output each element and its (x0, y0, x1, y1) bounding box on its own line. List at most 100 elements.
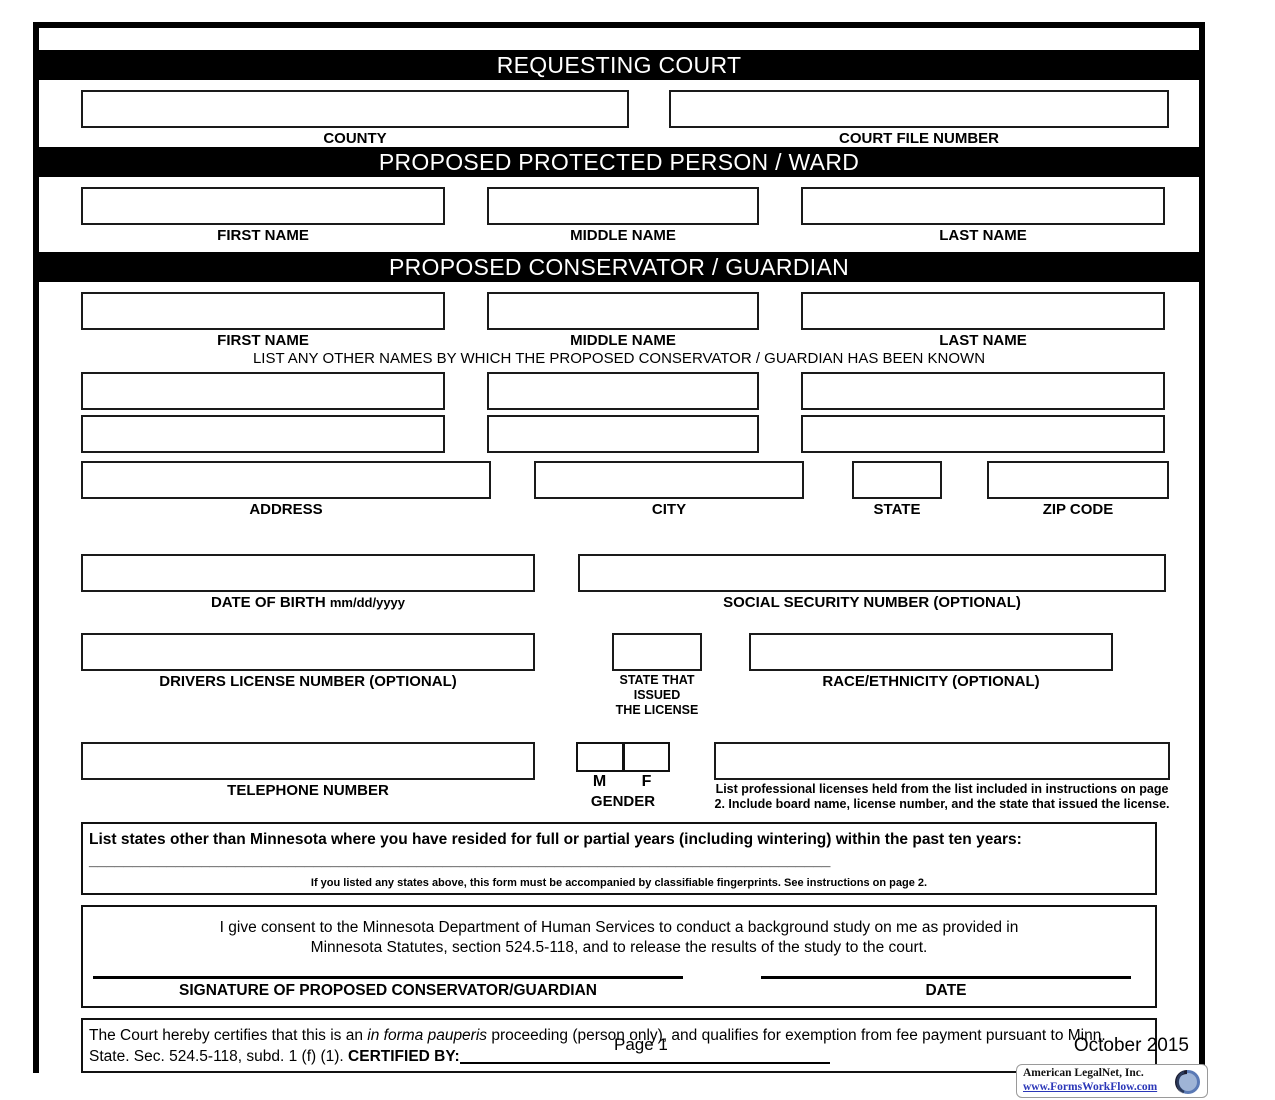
dob-format-hint: mm/dd/yyyy (329, 595, 406, 610)
section-header-conservator: PROPOSED CONSERVATOR / GUARDIAN (39, 252, 1199, 282)
residency-statement-blank[interactable]: ________________________________________… (89, 852, 831, 869)
legalnet-company-name: American LegalNet, Inc. (1023, 1067, 1144, 1079)
zip-label: ZIP CODE (1042, 501, 1114, 518)
ssn-label: SOCIAL SECURITY NUMBER (OPTIONAL) (723, 594, 1021, 611)
ward-last-name-group: LAST NAME (801, 187, 1165, 244)
conservator-last-name-group: LAST NAME (801, 292, 1165, 349)
address-label: ADDRESS (249, 501, 323, 518)
professional-licenses-note: List professional licenses held from the… (714, 782, 1170, 811)
residency-statement-text: List states other than Minnesota where y… (89, 831, 1022, 848)
ward-middle-name-input[interactable] (487, 187, 759, 225)
ward-first-name-input[interactable] (81, 187, 445, 225)
certified-by-label: CERTIFIED BY: (348, 1048, 460, 1065)
gender-female-label: F (641, 773, 652, 790)
conservator-first-name-input[interactable] (81, 292, 445, 330)
page-footer: Page 1 October 2015 (39, 1035, 1199, 1061)
dob-label: DATE OF BIRTH mm/dd/yyyy (81, 594, 535, 611)
legalnet-website-link[interactable]: www.FormsWorkFlow.com (1023, 1081, 1158, 1093)
professional-licenses-input[interactable] (714, 742, 1170, 780)
race-ethnicity-label: RACE/ETHNICITY (OPTIONAL) (822, 673, 1040, 690)
section-requesting-court: COUNTY COURT FILE NUMBER (39, 80, 1199, 147)
gender-checkbox-female[interactable] (623, 742, 670, 772)
county-input[interactable] (81, 90, 629, 128)
ward-first-name-group: FIRST NAME (81, 187, 445, 244)
gender-field-group: M F GENDER (576, 742, 670, 812)
court-file-number-label: COURT FILE NUMBER (839, 130, 999, 147)
license-state-label-line2: THE LICENSE (615, 703, 699, 717)
telephone-label: TELEPHONE NUMBER (227, 782, 389, 799)
conservator-first-name-group: FIRST NAME (81, 292, 445, 349)
ifp-text-part-2: proceeding (person only), and qualifies … (89, 1027, 1106, 1065)
state-label: STATE (873, 501, 921, 518)
city-label: CITY (651, 501, 687, 518)
dob-label-text: DATE OF BIRTH (210, 594, 326, 611)
professional-licenses-field-group: List professional licenses held from the… (714, 742, 1170, 812)
certified-by-line[interactable] (459, 1062, 830, 1064)
other-names-row-2 (39, 415, 1199, 453)
ssn-input[interactable] (578, 554, 1166, 592)
zip-input[interactable] (987, 461, 1169, 499)
signature-field-group: SIGNATURE OF PROPOSED CONSERVATOR/GUARDI… (93, 976, 683, 1000)
address-field-group: ADDRESS (81, 461, 491, 518)
signature-date-line[interactable] (761, 976, 1131, 979)
signature-line[interactable] (93, 976, 683, 979)
address-input[interactable] (81, 461, 491, 499)
form-page: REQUESTING COURT COUNTY COURT FILE NUMBE… (33, 22, 1205, 1073)
court-file-number-input[interactable] (669, 90, 1169, 128)
conservator-last-name-input[interactable] (801, 292, 1165, 330)
county-label: COUNTY (323, 130, 387, 147)
gender-label: GENDER (590, 793, 656, 810)
dob-field-group: DATE OF BIRTH mm/dd/yyyy (81, 554, 535, 611)
other-last-name-input-2[interactable] (801, 415, 1165, 453)
city-input[interactable] (534, 461, 804, 499)
ward-last-name-input[interactable] (801, 187, 1165, 225)
page-number: Page 1 (614, 1035, 668, 1054)
residency-fineprint: If you listed any states above, this for… (310, 877, 928, 889)
drivers-license-input[interactable] (81, 633, 535, 671)
zip-field-group: ZIP CODE (987, 461, 1169, 518)
other-first-name-input-1[interactable] (81, 372, 445, 410)
drivers-license-label: DRIVERS LICENSE NUMBER (OPTIONAL) (159, 673, 457, 690)
race-ethnicity-input[interactable] (749, 633, 1113, 671)
telephone-input[interactable] (81, 742, 535, 780)
other-middle-name-input-2[interactable] (487, 415, 759, 453)
consent-line-2: Minnesota Statutes, section 524.5-118, a… (310, 939, 928, 956)
state-field-group: STATE (852, 461, 942, 518)
signature-date-field-group: DATE (761, 976, 1131, 1000)
ssn-field-group: SOCIAL SECURITY NUMBER (OPTIONAL) (578, 554, 1166, 611)
section-ward: FIRST NAME MIDDLE NAME LAST NAME (39, 177, 1199, 252)
other-middle-name-input-1[interactable] (487, 372, 759, 410)
license-state-label-line1: STATE THAT ISSUED (619, 673, 695, 702)
court-file-number-field-group: COURT FILE NUMBER (669, 90, 1169, 147)
license-state-input[interactable] (612, 633, 702, 671)
form-revision-date: October 2015 (1073, 1035, 1189, 1056)
legalnet-swirl-icon (1175, 1070, 1200, 1094)
ward-middle-name-label: MIDDLE NAME (570, 227, 676, 244)
section-header-requesting-court: REQUESTING COURT (39, 50, 1199, 80)
gender-male-label: M (592, 773, 607, 790)
city-field-group: CITY (534, 461, 804, 518)
section-header-ward: PROPOSED PROTECTED PERSON / WARD (39, 147, 1199, 177)
ifp-text-part-1: The Court hereby certifies that this is … (89, 1027, 368, 1044)
gender-checkbox-male[interactable] (576, 742, 624, 772)
ifp-italic-phrase: in forma pauperis (367, 1027, 488, 1044)
ward-middle-name-group: MIDDLE NAME (487, 187, 759, 244)
other-last-name-input-1[interactable] (801, 372, 1165, 410)
section-conservator: FIRST NAME MIDDLE NAME LAST NAME LIST AN… (39, 282, 1199, 1073)
dob-input[interactable] (81, 554, 535, 592)
state-input[interactable] (852, 461, 942, 499)
drivers-license-field-group: DRIVERS LICENSE NUMBER (OPTIONAL) (81, 633, 535, 718)
license-state-field-group: STATE THAT ISSUED THE LICENSE (612, 633, 702, 718)
county-field-group: COUNTY (81, 90, 629, 147)
consent-statement-box: I give consent to the Minnesota Departme… (81, 905, 1157, 1008)
top-blank-strip (39, 28, 1199, 50)
conservator-middle-name-label: MIDDLE NAME (570, 332, 676, 349)
ward-last-name-label: LAST NAME (939, 227, 1027, 244)
conservator-first-name-label: FIRST NAME (217, 332, 309, 349)
conservator-middle-name-input[interactable] (487, 292, 759, 330)
in-forma-pauperis-statement: The Court hereby certifies that this is … (89, 1025, 1149, 1067)
license-state-label: STATE THAT ISSUED THE LICENSE (612, 673, 702, 718)
race-ethnicity-field-group: RACE/ETHNICITY (OPTIONAL) (749, 633, 1113, 718)
other-first-name-input-2[interactable] (81, 415, 445, 453)
consent-statement: I give consent to the Minnesota Departme… (89, 912, 1149, 958)
